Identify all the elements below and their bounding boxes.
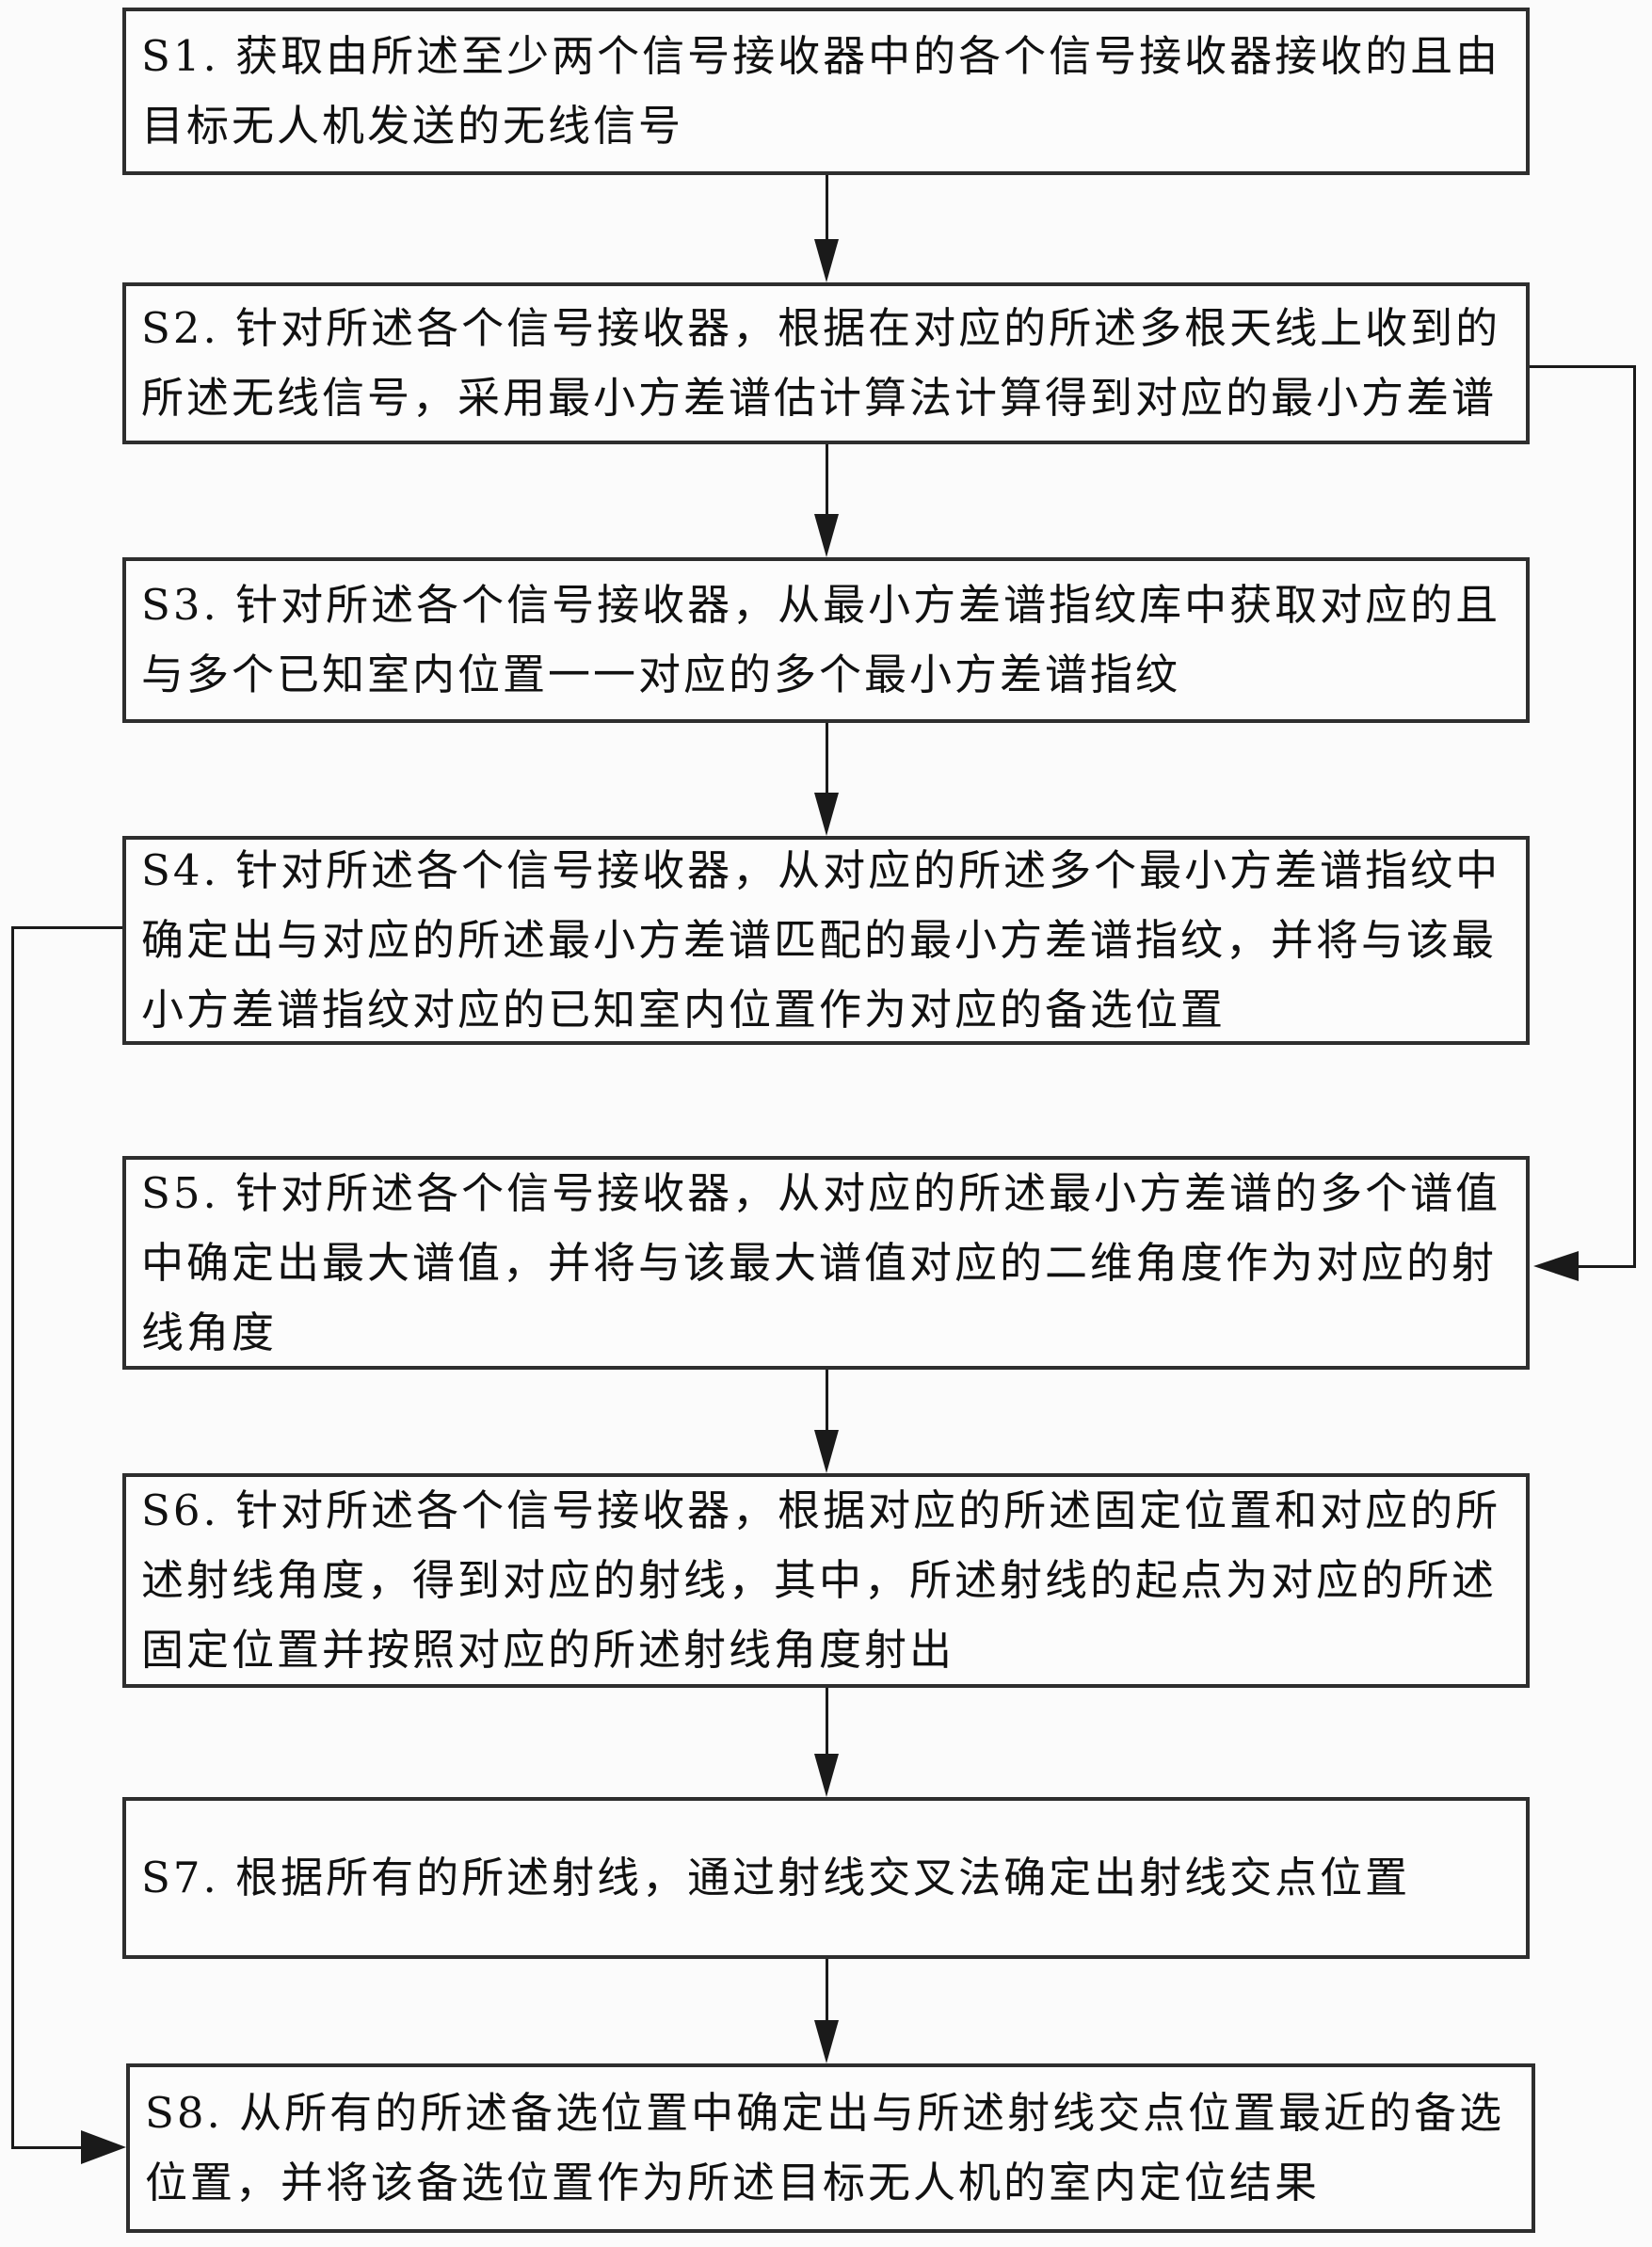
arrow-line [826, 444, 828, 514]
step-text-s6: S6. 针对所述各个信号接收器，根据对应的所述固定位置和对应的所述射线角度，得到… [141, 1485, 1501, 1675]
arrow-line [826, 723, 828, 793]
arrow-line [826, 1370, 828, 1430]
step-box-s5: S5. 针对所述各个信号接收器，从对应的所述最小方差谱的多个谱值中确定出最大谱值… [122, 1156, 1530, 1370]
arrow-line [826, 1688, 828, 1754]
connector-line [11, 2146, 85, 2149]
step-text-s2: S2. 针对所述各个信号接收器，根据在对应的所述多根天线上收到的所述无线信号，采… [141, 303, 1501, 423]
connector-line [1633, 365, 1636, 1267]
connector-line [11, 926, 122, 929]
step-text-s1: S1. 获取由所述至少两个信号接收器中的各个信号接收器接收的且由目标无人机发送的… [141, 31, 1501, 151]
step-text-s5: S5. 针对所述各个信号接收器，从对应的所述最小方差谱的多个谱值中确定出最大谱值… [141, 1167, 1501, 1357]
step-box-s1: S1. 获取由所述至少两个信号接收器中的各个信号接收器接收的且由目标无人机发送的… [122, 8, 1530, 175]
arrow-line [826, 1959, 828, 2020]
step-box-s6: S6. 针对所述各个信号接收器，根据对应的所述固定位置和对应的所述射线角度，得到… [122, 1473, 1530, 1688]
step-box-s4: S4. 针对所述各个信号接收器，从对应的所述多个最小方差谱指纹中确定出与对应的所… [122, 836, 1530, 1045]
arrowhead-down-icon [814, 1430, 839, 1473]
arrowhead-down-icon [814, 514, 839, 557]
connector-line [1530, 365, 1636, 368]
step-text-s8: S8. 从所有的所述备选位置中确定出与所述射线交点位置最近的备选位置，并将该备选… [145, 2088, 1505, 2207]
step-box-s7: S7. 根据所有的所述射线，通过射线交叉法确定出射线交点位置 [122, 1797, 1530, 1959]
arrowhead-right-icon [81, 2130, 126, 2164]
step-text-s4: S4. 针对所述各个信号接收器，从对应的所述多个最小方差谱指纹中确定出与对应的所… [141, 845, 1501, 1035]
step-text-s3: S3. 针对所述各个信号接收器，从最小方差谱指纹库中获取对应的且与多个已知室内位… [141, 580, 1501, 699]
step-box-s8: S8. 从所有的所述备选位置中确定出与所述射线交点位置最近的备选位置，并将该备选… [126, 2063, 1535, 2233]
arrowhead-left-icon [1533, 1251, 1579, 1281]
arrowhead-down-icon [814, 2020, 839, 2063]
connector-line [11, 926, 14, 2149]
step-box-s3: S3. 针对所述各个信号接收器，从最小方差谱指纹库中获取对应的且与多个已知室内位… [122, 557, 1530, 723]
step-box-s2: S2. 针对所述各个信号接收器，根据在对应的所述多根天线上收到的所述无线信号，采… [122, 282, 1530, 444]
arrowhead-down-icon [814, 793, 839, 836]
connector-line [1572, 1265, 1636, 1268]
step-text-s7: S7. 根据所有的所述射线，通过射线交叉法确定出射线交点位置 [141, 1853, 1411, 1902]
arrowhead-down-icon [814, 239, 839, 282]
arrow-line [826, 175, 828, 239]
arrowhead-down-icon [814, 1754, 839, 1797]
